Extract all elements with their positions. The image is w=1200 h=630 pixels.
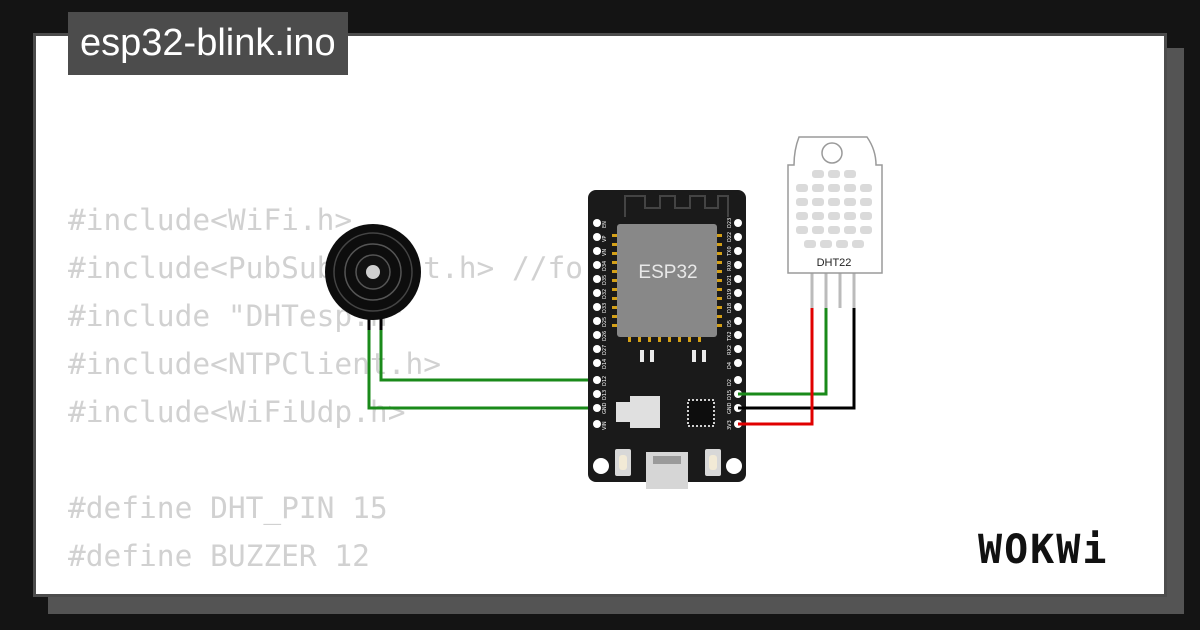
pin-label: GND xyxy=(727,402,733,414)
dht-grille xyxy=(796,170,872,248)
code-line: #include<WiFiUdp.h> xyxy=(68,395,406,429)
smd-parts xyxy=(640,350,706,362)
esp32-module xyxy=(617,224,717,337)
left-pin-holes xyxy=(593,219,601,428)
left-pin-labels: EN VP VN D34 D35 D32 D33 D25 D26 D27 D14… xyxy=(602,221,608,430)
pin-label: D4 xyxy=(727,362,733,369)
voltage-regulator xyxy=(630,396,660,428)
code-line: #define BUZZER 12 xyxy=(68,539,370,573)
pin-label: D12 xyxy=(602,376,608,386)
pin-label: D23 xyxy=(727,218,733,228)
pin-label: D33 xyxy=(602,303,608,313)
pin-label: D15 xyxy=(727,390,733,400)
pin-label: 3V3 xyxy=(727,420,733,430)
pin-label: D5 xyxy=(727,320,733,327)
dht22-sensor[interactable]: DHT22 xyxy=(787,136,883,308)
pin-label: D34 xyxy=(602,261,608,271)
pin-label: D2 xyxy=(727,379,733,386)
wire-dht-gnd[interactable] xyxy=(738,308,856,410)
code-line: #define DHT_PIN 15 xyxy=(68,491,388,525)
esp32-board[interactable]: ESP32 EN VP VN D34 D35 D32 D33 D25 D26 D… xyxy=(588,190,746,489)
antenna-trace xyxy=(624,195,729,217)
code-line: #include<NTPClient.h> xyxy=(68,347,441,381)
pin-label: VIN xyxy=(602,421,608,430)
right-pin-labels: D23 D22 TX0 RX0 D21 D19 D18 D5 TX2 RX2 D… xyxy=(727,218,733,430)
en-button[interactable] xyxy=(615,449,631,476)
pin-label: RX2 xyxy=(727,345,733,355)
pin-label: D22 xyxy=(727,232,733,242)
pin-label: TX2 xyxy=(727,331,733,342)
pin-label: D13 xyxy=(602,390,608,400)
buzzer-center xyxy=(366,265,380,279)
pin-label: VP xyxy=(602,236,608,242)
mount-hole xyxy=(726,458,742,474)
pin-label: D18 xyxy=(727,303,733,313)
pin-label: TX0 xyxy=(727,246,733,257)
module-pads xyxy=(612,234,722,342)
pin-label: EN xyxy=(602,221,608,228)
buzzer-ring xyxy=(333,232,413,312)
dht-label: DHT22 xyxy=(817,257,852,269)
pin-label: D32 xyxy=(602,289,608,299)
pin-label: D19 xyxy=(727,289,733,299)
pin-label: D26 xyxy=(602,331,608,341)
pin-label: D25 xyxy=(602,317,608,327)
usb-chip xyxy=(687,399,715,427)
mount-hole xyxy=(593,458,609,474)
code-line: #include<WiFi.h> xyxy=(68,203,353,237)
regulator-tab xyxy=(616,402,630,422)
wokwi-logo: WOKWi xyxy=(978,527,1109,573)
usb-port-slot xyxy=(653,456,681,464)
pin-label: D14 xyxy=(602,359,608,369)
chip-label: ESP32 xyxy=(638,262,697,283)
project-title[interactable]: esp32-blink.ino xyxy=(68,12,348,75)
wire-dht-data[interactable] xyxy=(738,308,828,396)
boot-button[interactable] xyxy=(705,449,721,476)
wire-dht-vcc[interactable] xyxy=(738,308,814,426)
right-pin-holes xyxy=(734,219,742,428)
pin-label: RX0 xyxy=(727,261,733,271)
buzzer-ring xyxy=(344,243,402,301)
dht-mount-hole xyxy=(821,142,843,164)
wire-buzzer-d12[interactable] xyxy=(379,330,597,382)
pin-label: GND xyxy=(602,402,608,414)
pin-label: D35 xyxy=(602,275,608,285)
pin-label: VN xyxy=(602,249,608,256)
wire-buzzer-d13[interactable] xyxy=(367,330,597,410)
pin-label: D21 xyxy=(727,275,733,285)
pin-label: D27 xyxy=(602,345,608,355)
